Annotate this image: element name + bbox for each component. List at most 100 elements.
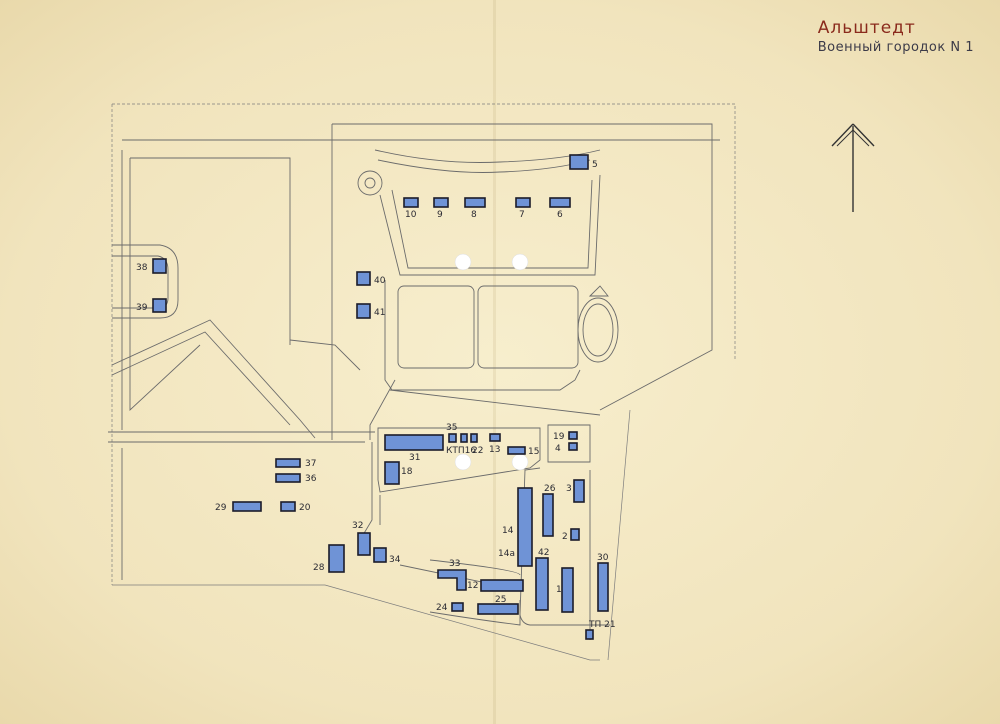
road [377, 427, 541, 493]
building-label: 33 [449, 559, 460, 569]
road [129, 158, 201, 412]
building-19[interactable]: 19 [553, 431, 578, 442]
building-label: 10 [405, 210, 417, 220]
building-label: 31 [409, 453, 420, 463]
roundabout [364, 177, 376, 189]
building-12[interactable]: 12 [467, 579, 524, 592]
road [377, 159, 591, 173]
roundabout [357, 170, 383, 196]
building-label: 41 [374, 308, 385, 318]
building-label: 1 [556, 585, 562, 595]
punch-hole [454, 253, 472, 271]
building-label: 22 [472, 446, 483, 456]
building-label: КТП16 [446, 446, 476, 456]
building-42[interactable]: 42 [535, 548, 549, 611]
boundary-line [324, 584, 600, 661]
building-37[interactable]: 37 [275, 458, 316, 469]
building-22[interactable]: 22 [470, 433, 483, 456]
building-label: 15 [528, 447, 539, 457]
building-10[interactable]: 10 [403, 197, 419, 220]
building-34[interactable]: 34 [373, 547, 401, 565]
building-label: 28 [313, 563, 325, 573]
building-35[interactable]: 35 [446, 423, 457, 443]
building-label: 26 [544, 484, 556, 494]
road [289, 339, 361, 371]
building-33[interactable]: 33 [437, 559, 467, 591]
building-39[interactable]: 39 [136, 298, 167, 313]
building-label: 7 [519, 210, 525, 220]
road [332, 123, 713, 411]
road [547, 424, 591, 463]
building-label: 25 [495, 595, 506, 605]
building-41[interactable]: 41 [356, 303, 385, 319]
building-label: 20 [299, 503, 311, 513]
building-label: 24 [436, 603, 448, 613]
building-5[interactable]: 5 [569, 154, 598, 170]
building-label: 3 [566, 484, 572, 494]
building-label: 37 [305, 459, 316, 469]
road [588, 285, 609, 297]
road [112, 244, 179, 319]
building-3[interactable]: 3 [566, 479, 585, 503]
map-subtitle: Военный городок N 1 [817, 40, 974, 55]
building-28[interactable]: 28 [313, 544, 345, 573]
road [111, 331, 291, 426]
building-label: 18 [401, 467, 413, 477]
building-29[interactable]: 29 [215, 501, 262, 513]
building-26[interactable]: 26 [542, 484, 556, 537]
building-label: 35 [446, 423, 457, 433]
building-14[interactable]: 14 [502, 487, 533, 567]
punch-hole [511, 253, 529, 271]
road [379, 174, 601, 276]
building-31[interactable]: 31 [384, 434, 444, 463]
building-18[interactable]: 18 [384, 461, 413, 485]
oval-plot [582, 303, 614, 357]
building-8[interactable]: 8 [464, 197, 486, 220]
building-label: 42 [538, 548, 549, 558]
building-38[interactable]: 38 [136, 258, 167, 274]
building-label: 34 [389, 555, 401, 565]
north-arrow-icon [831, 123, 875, 212]
square-plot [477, 285, 579, 369]
building-label: 39 [136, 303, 148, 313]
map-title-block: Альштедт Военный городок N 1 [818, 18, 974, 55]
paper-fold [493, 0, 496, 724]
building-9[interactable]: 9 [433, 197, 449, 220]
building-6[interactable]: 6 [549, 197, 571, 220]
building-label: 8 [471, 210, 477, 220]
building-32[interactable]: 32 [352, 521, 371, 556]
punch-hole [454, 453, 472, 471]
road [369, 379, 396, 440]
building-14a[interactable]: 14а [498, 549, 515, 559]
building-label: 14а [498, 549, 515, 559]
road [429, 559, 521, 576]
building-4[interactable]: 4 [555, 442, 578, 454]
building-40[interactable]: 40 [356, 271, 386, 286]
building-label: 6 [557, 210, 563, 220]
building-15[interactable]: 15 [507, 446, 539, 457]
building-36[interactable]: 36 [275, 473, 317, 484]
building-label: 29 [215, 503, 227, 513]
building-label: 5 [592, 160, 598, 170]
building-ktp16[interactable]: КТП16 [446, 433, 476, 456]
building-25[interactable]: 25 [477, 595, 519, 615]
building-label: 12 [467, 581, 478, 591]
building-24[interactable]: 24 [436, 602, 464, 613]
building-label: 13 [489, 445, 500, 455]
building-30[interactable]: 30 [597, 553, 609, 612]
building-label: ТП 21 [588, 620, 616, 630]
building-label: 9 [437, 210, 443, 220]
building-13[interactable]: 13 [489, 433, 501, 455]
building-label: 2 [562, 532, 568, 542]
punch-hole [511, 453, 529, 471]
building-1[interactable]: 1 [556, 567, 574, 613]
building-label: 19 [553, 432, 565, 442]
oval-plot [577, 297, 619, 363]
building-20[interactable]: 20 [280, 501, 311, 513]
building-7[interactable]: 7 [515, 197, 531, 220]
road [391, 179, 593, 269]
square-plot [397, 285, 475, 369]
building-2[interactable]: 2 [562, 528, 580, 542]
building-tp21[interactable]: ТП 21 [585, 620, 616, 640]
